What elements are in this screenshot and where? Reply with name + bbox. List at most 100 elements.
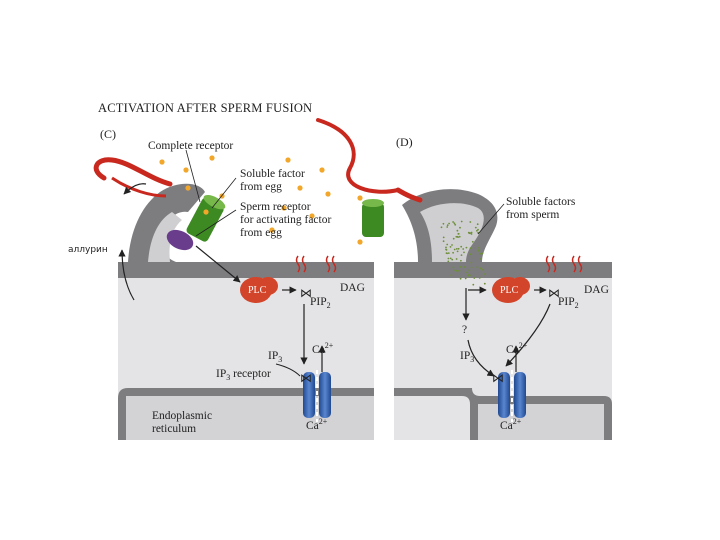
panel-c: ⋈ ⋈ (93, 149, 384, 440)
granule (456, 270, 459, 272)
granule (452, 237, 455, 240)
sperm-tail-d (316, 118, 400, 194)
label-complete-receptor: Complete receptor (148, 140, 234, 152)
ip3-leader (275, 363, 301, 377)
granule (455, 258, 458, 260)
granule (469, 253, 472, 256)
granule (469, 247, 472, 250)
granule (455, 235, 458, 238)
figure-title: ACTIVATION AFTER SPERM FUSION (98, 101, 313, 115)
label-sperm-receptor-1: Sperm receptor (240, 201, 311, 213)
granule (473, 277, 476, 279)
label-dag-d: DAG (584, 284, 609, 296)
sperm-head-d (395, 187, 423, 203)
ip3-bound-symbol: ⋈ (300, 371, 312, 385)
arrow-sperm-approach (123, 183, 147, 195)
granule (446, 224, 449, 227)
granule (469, 221, 472, 223)
granule (478, 277, 481, 279)
granule (469, 232, 472, 235)
lipid-squiggle (325, 255, 331, 273)
arrow-unknown-to-channel (467, 339, 495, 377)
lipid-squiggle (577, 255, 583, 273)
granule (476, 229, 478, 232)
granule (460, 254, 463, 256)
granule (470, 274, 473, 277)
free-receptor (362, 199, 384, 237)
granule (447, 260, 450, 263)
er-membrane-c (118, 388, 374, 440)
granule (465, 246, 468, 249)
leader-complete-receptor (185, 149, 201, 203)
granule (452, 251, 454, 254)
ip3-bound-symbol: ⋈ (492, 371, 504, 385)
granule (477, 228, 479, 231)
granule (452, 269, 455, 272)
granule (452, 266, 455, 269)
label-sperm-receptor-2: for activating factor (240, 214, 332, 226)
granule (456, 250, 459, 253)
granule (457, 236, 459, 239)
granule (448, 222, 450, 225)
lipid-squiggle (295, 255, 301, 273)
lipid-squiggle (545, 255, 551, 273)
granule (470, 233, 473, 235)
label-ca-cyto-d: Ca2+ (506, 341, 528, 356)
panel-d: ⋈ ⋈ (394, 187, 612, 440)
label-question: ? (462, 324, 468, 336)
sperm-receptor-purple (166, 229, 194, 251)
granule (479, 267, 482, 270)
granule (460, 245, 463, 248)
granule (454, 223, 457, 226)
label-ca-er-d: Ca2+ (500, 417, 522, 432)
arrow-ip3-d (505, 303, 551, 367)
label-soluble-factor-1: Soluble factor (240, 168, 305, 180)
soluble-factors-sperm (440, 220, 486, 286)
granule (450, 274, 453, 276)
label-ip3-c: IP3 (268, 350, 283, 364)
granule (463, 251, 465, 254)
label-ca-cyto-c: Ca2+ (312, 341, 334, 356)
granule (474, 226, 477, 229)
granule (446, 226, 449, 228)
ip3-receptor-channel (303, 370, 331, 422)
leader-soluble-factor (211, 177, 237, 209)
sperm-head-c (111, 176, 167, 198)
plasma-membrane-c (118, 262, 374, 278)
granule (451, 244, 453, 246)
granule (458, 235, 461, 238)
granule (471, 240, 474, 243)
granule (449, 246, 452, 248)
lipid-squiggle (571, 255, 577, 273)
label-ca-er-c: Ca2+ (306, 417, 328, 432)
panel-c-letter: (C) (100, 127, 116, 141)
granule (467, 274, 470, 276)
arrow-allurin (118, 249, 135, 301)
ip3-receptor-channel-d (498, 370, 526, 422)
granule (484, 273, 486, 275)
panel-d-letter: (D) (396, 135, 413, 149)
label-soluble-factor-2: from egg (240, 181, 282, 193)
granule (445, 249, 448, 251)
pip2-symbol: ⋈ (300, 286, 312, 300)
granule (464, 277, 467, 280)
granule (476, 266, 479, 268)
fusion-cone-inner-d (420, 203, 484, 262)
granule (451, 258, 454, 261)
granule (453, 248, 456, 251)
granule (463, 266, 466, 268)
granule (476, 223, 479, 226)
granule (481, 252, 484, 255)
granule (478, 246, 480, 249)
granule (442, 236, 445, 239)
granule (470, 266, 473, 269)
granule (468, 269, 471, 271)
granule (465, 271, 467, 274)
granule (440, 226, 443, 229)
granule (483, 282, 486, 285)
leader-soluble-factors-sperm (477, 203, 505, 235)
granule (457, 247, 460, 250)
granule (479, 252, 482, 255)
